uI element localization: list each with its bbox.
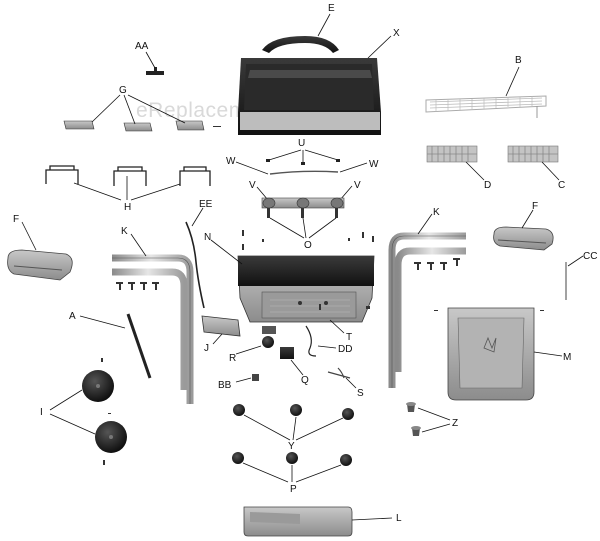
part-ee-wire: [185, 221, 205, 309]
label-k-right: K: [433, 207, 440, 218]
label-a: A: [69, 311, 76, 322]
part-i-wheels: [82, 358, 127, 465]
part-aa-small-bracket: [146, 67, 164, 75]
label-l: L: [396, 513, 402, 524]
part-f-side-shelf-right: [493, 226, 554, 251]
label-s: S: [357, 388, 364, 399]
part-g-heat-plates: [63, 120, 221, 132]
part-t-bolts: [319, 304, 370, 310]
label-k-left: K: [121, 226, 128, 237]
label-c: C: [558, 180, 565, 191]
label-m: M: [563, 352, 571, 363]
label-h: H: [124, 202, 131, 213]
label-q: Q: [301, 375, 309, 386]
part-bb-nut: [252, 374, 259, 381]
part-b-warming-rack: [425, 95, 547, 118]
label-t: T: [346, 332, 352, 343]
part-d-cooking-grate: [426, 145, 478, 163]
label-aa: AA: [135, 41, 149, 52]
label-v-left: V: [249, 180, 256, 191]
label-ee: EE: [199, 199, 213, 210]
part-dd-wire: [305, 325, 317, 357]
part-u-screws: [266, 159, 340, 165]
label-j: J: [204, 343, 209, 354]
label-z: Z: [452, 418, 458, 429]
label-u: U: [298, 138, 305, 149]
label-w-right: W: [369, 159, 379, 170]
part-l-grease-tray: [243, 506, 353, 537]
part-a-rod: [126, 313, 152, 379]
part-k-right-frame: [388, 232, 466, 388]
label-n: N: [204, 232, 211, 243]
part-s-hook: [327, 367, 351, 379]
label-g: G: [119, 85, 127, 96]
part-k-right-screws: [414, 258, 460, 270]
part-r-igniter: [262, 326, 276, 348]
part-c-cooking-grate: [507, 145, 559, 163]
label-y: Y: [288, 441, 295, 452]
part-q-battery-box: [280, 347, 294, 359]
part-e-lid-handle: [262, 36, 339, 53]
label-f-right: F: [532, 201, 538, 212]
part-z-casters: [406, 402, 421, 436]
label-cc: CC: [583, 251, 597, 262]
part-w-burner-crossover: [269, 170, 339, 175]
part-k-left-screws: [116, 282, 159, 290]
part-k-left-frame: [112, 254, 194, 404]
part-j-plate: [201, 315, 241, 337]
part-f-side-shelf-left: [7, 249, 73, 281]
part-v-burners: [261, 197, 345, 218]
label-d: D: [484, 180, 491, 191]
label-x: X: [393, 28, 400, 39]
label-bb: BB: [218, 380, 232, 391]
part-n-firebox: [237, 255, 375, 323]
label-i: I: [40, 407, 43, 418]
label-dd: DD: [338, 344, 352, 355]
label-e: E: [328, 3, 335, 14]
label-b: B: [515, 55, 522, 66]
label-p: P: [290, 484, 297, 495]
part-h-brackets: [45, 165, 211, 186]
label-v-right: V: [354, 180, 361, 191]
part-m-cabinet-door: [434, 307, 544, 401]
part-x-grill-lid: [238, 58, 381, 135]
part-y-control-knobs: [233, 404, 354, 420]
label-f-left: F: [13, 214, 19, 225]
label-r: R: [229, 353, 236, 364]
part-body-screws: [242, 230, 374, 250]
label-o: O: [304, 240, 312, 251]
part-p-knob-bezels: [232, 452, 352, 466]
label-w-left: W: [226, 156, 236, 167]
